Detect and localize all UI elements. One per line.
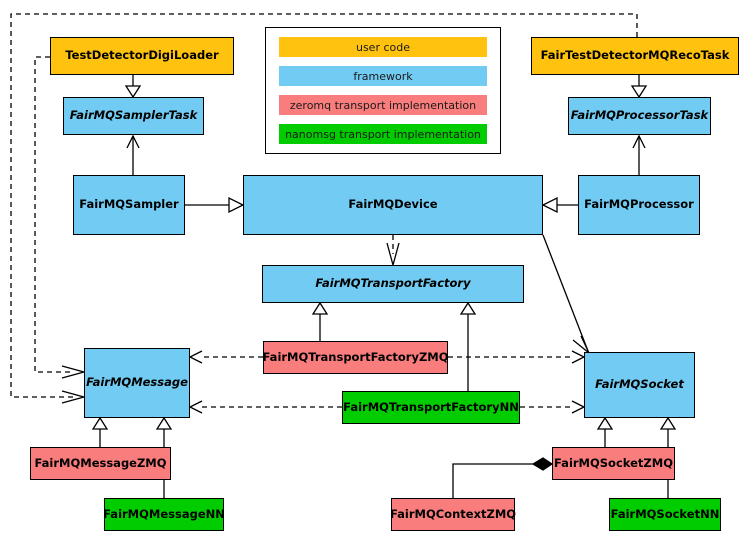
edge-sampler-to-samplertask <box>126 134 140 175</box>
edge-processor-to-processortask <box>632 134 646 175</box>
class-label: FairMQMessageZMQ <box>34 455 167 470</box>
class-box-fairmqsocketzmq[interactable]: FairMQSocketZMQ <box>552 447 675 480</box>
class-box-fairmqmessage[interactable]: FairMQMessage <box>84 348 190 418</box>
class-box-fairmqsocket[interactable]: FairMQSocket <box>584 352 695 418</box>
class-box-fairmqprocessortask[interactable]: FairMQProcessorTask <box>568 97 711 135</box>
class-box-fairtestdetectormqrecotask[interactable]: FairTestDetectorMQRecoTask <box>531 37 739 75</box>
class-box-fairmqsocketnn[interactable]: FairMQSocketNN <box>609 498 721 531</box>
class-box-fairmqmessagezmq[interactable]: FairMQMessageZMQ <box>30 447 171 480</box>
edge-contextzmq-to-socketzmq <box>452 457 554 498</box>
class-box-fairmqtransportfactorynn[interactable]: FairMQTransportFactoryNN <box>342 391 520 424</box>
legend-label: framework <box>353 69 413 83</box>
edge-transportfactorynn-to-socket <box>520 400 586 414</box>
edge-socketzmq-to-socket <box>596 416 614 447</box>
class-label: TestDetectorDigiLoader <box>65 48 219 63</box>
class-label: FairMQContextZMQ <box>389 506 517 521</box>
class-label: FairMQTransportFactory <box>315 276 471 291</box>
class-label: FairMQSocketZMQ <box>554 455 673 470</box>
class-label: FairMQMessageNN <box>103 506 225 521</box>
class-label: FairMQProcessorTask <box>570 108 709 123</box>
legend-item-nanomsg: nanomsg transport implementation <box>279 124 487 144</box>
legend-label: zeromq transport implementation <box>289 98 477 112</box>
legend-label: user code <box>355 40 411 54</box>
edge-recotask-to-processortask <box>630 75 648 99</box>
edge-device-to-socket <box>542 234 590 354</box>
class-box-fairmqtransportfactory[interactable]: FairMQTransportFactory <box>262 265 524 303</box>
class-box-fairmqsamplertask[interactable]: FairMQSamplerTask <box>63 97 204 135</box>
legend-item-zeromq: zeromq transport implementation <box>279 95 487 115</box>
legend-label: nanomsg transport implementation <box>285 127 481 141</box>
edge-transportfactoryzmq-to-message <box>188 350 263 364</box>
edge-transportfactorynn-to-message <box>188 400 342 414</box>
class-box-fairmqmessagenn[interactable]: FairMQMessageNN <box>103 498 225 531</box>
edge-transportfactorynn-to-transportfactory <box>459 301 477 391</box>
class-label: FairMQSamplerTask <box>69 108 198 123</box>
class-box-fairmqdevice[interactable]: FairMQDevice <box>243 175 543 235</box>
edge-processor-to-device <box>541 196 578 214</box>
class-label: FairMQSocket <box>595 377 684 392</box>
class-label: FairMQTransportFactoryZMQ <box>262 349 449 364</box>
legend-item-user-code: user code <box>279 37 487 57</box>
legend-item-framework: framework <box>279 66 487 86</box>
class-label: FairMQSocketNN <box>610 506 720 521</box>
class-label: FairMQSampler <box>79 197 179 212</box>
legend: user code framework zeromq transport imp… <box>265 27 501 154</box>
class-label: FairMQTransportFactoryNN <box>343 399 519 414</box>
edge-digiloader-to-samplertask <box>124 75 142 99</box>
class-label: FairMQMessage <box>86 375 188 390</box>
edge-messagezmq-to-message <box>91 416 109 447</box>
edge-transportfactoryzmq-to-transportfactory <box>311 301 329 341</box>
class-box-fairmqcontextzmq[interactable]: FairMQContextZMQ <box>389 498 517 531</box>
class-box-fairmqprocessor[interactable]: FairMQProcessor <box>578 175 700 235</box>
class-label: FairMQDevice <box>348 197 438 212</box>
edge-sampler-to-device <box>185 196 245 214</box>
class-box-fairmqsampler[interactable]: FairMQSampler <box>73 175 185 235</box>
class-label: FairMQProcessor <box>584 197 694 212</box>
edge-device-to-transportfactory <box>386 235 400 268</box>
class-box-fairmqtransportfactoryzmq[interactable]: FairMQTransportFactoryZMQ <box>262 341 449 374</box>
class-label: FairTestDetectorMQRecoTask <box>540 48 730 63</box>
class-box-testdetectordigiloader[interactable]: TestDetectorDigiLoader <box>50 37 234 75</box>
